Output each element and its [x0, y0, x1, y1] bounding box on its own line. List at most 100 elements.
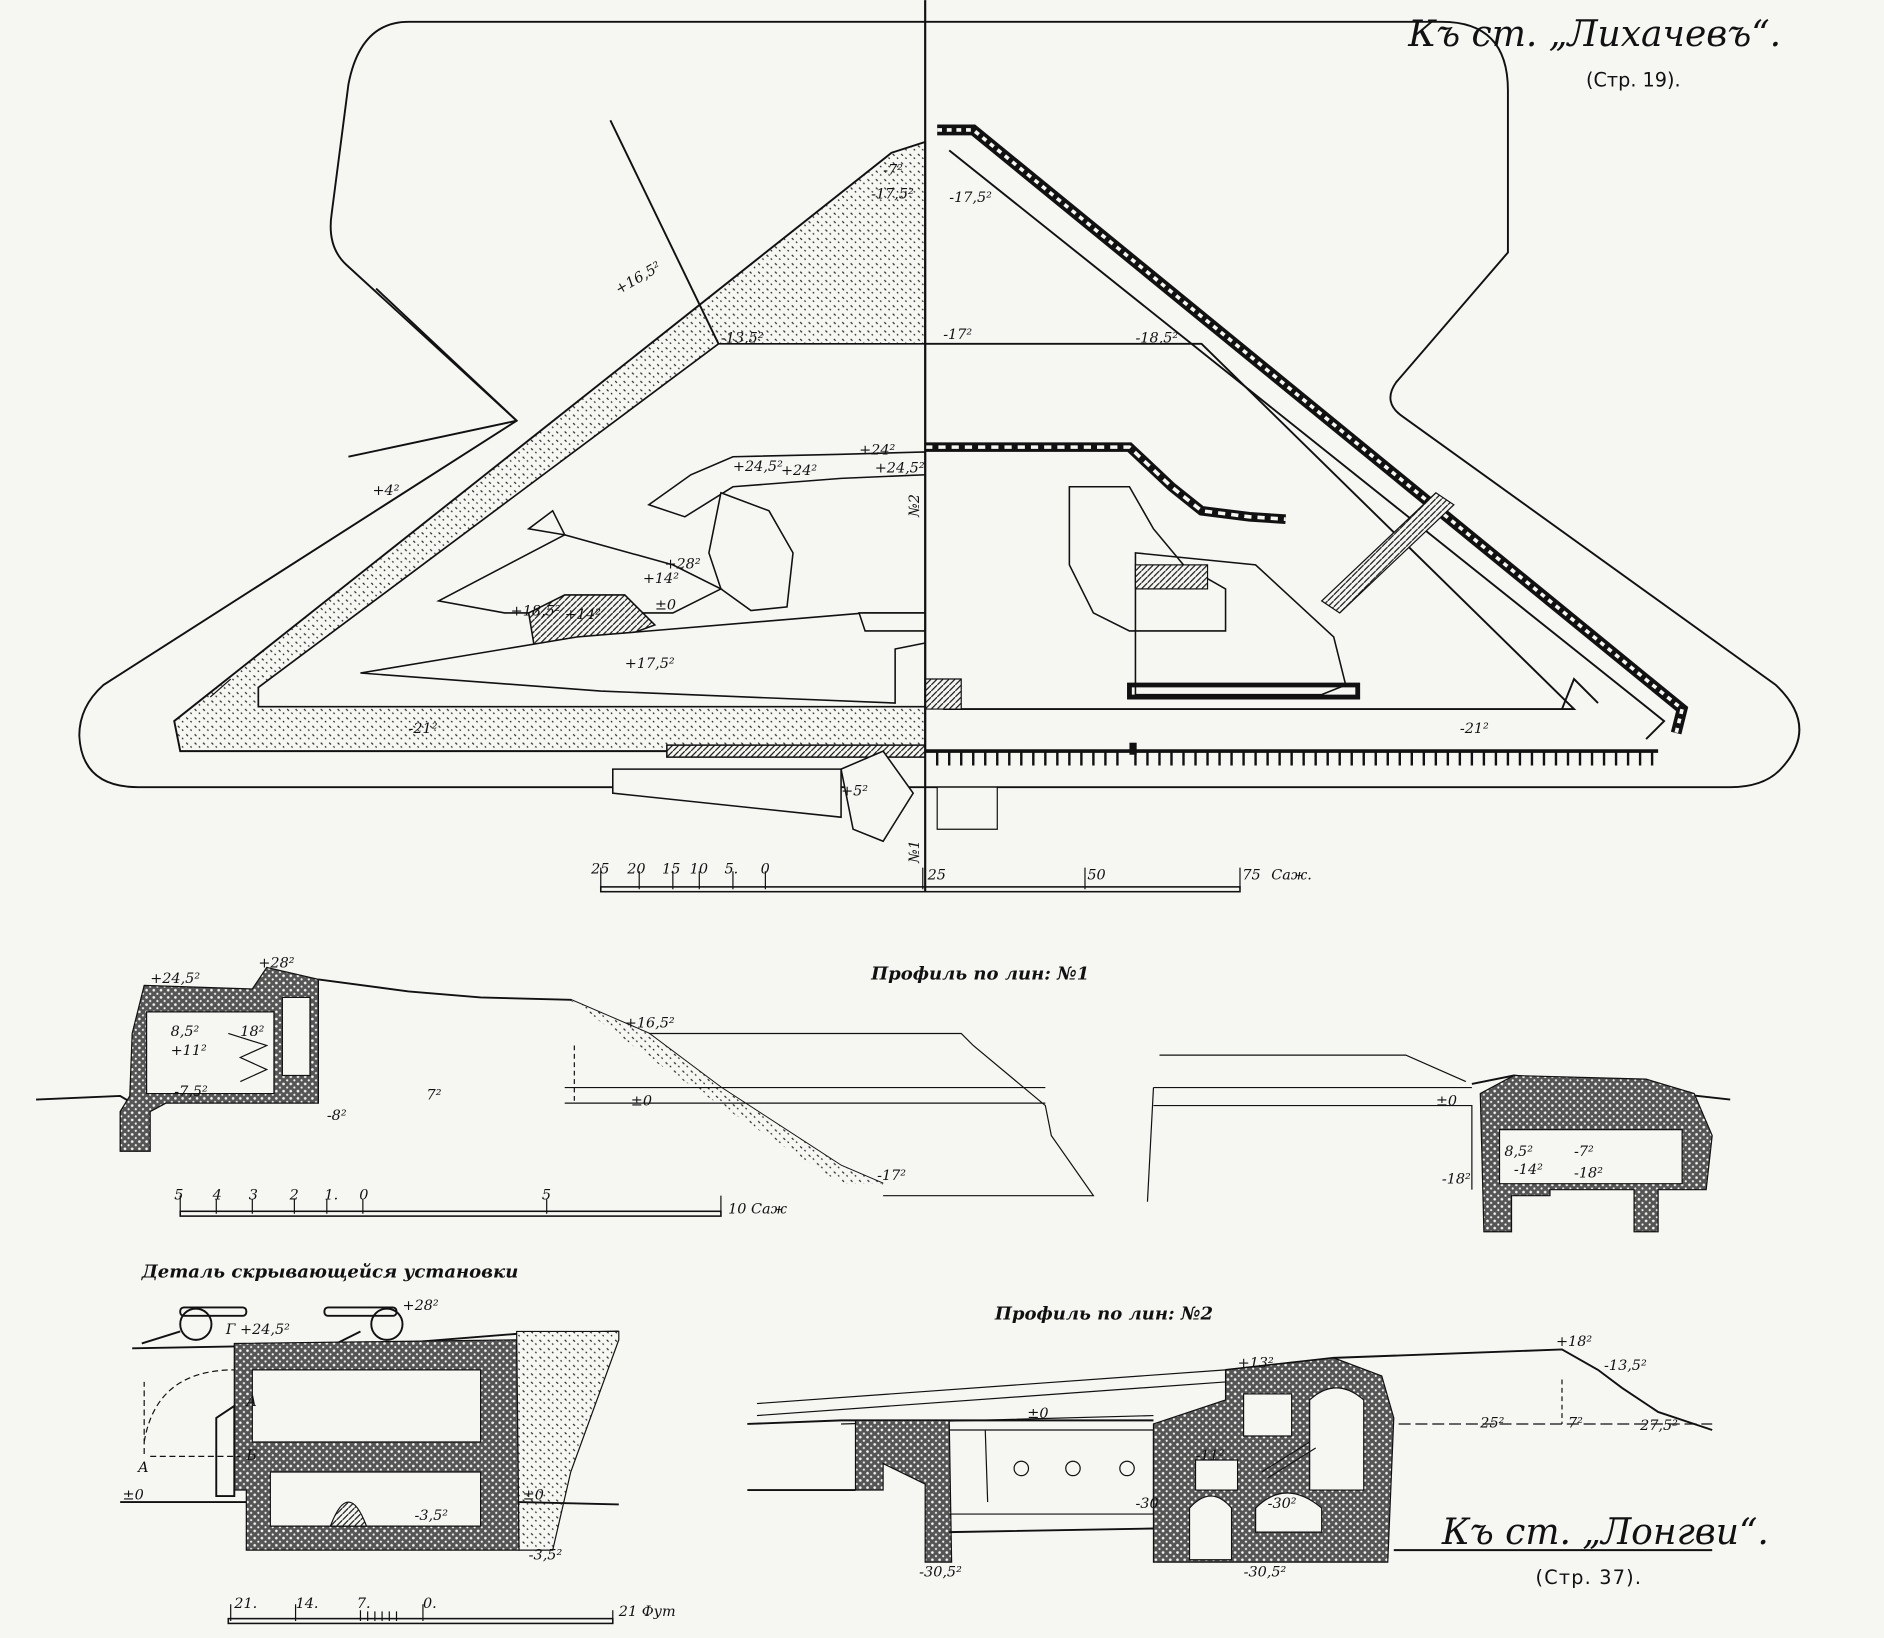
elevation-label: -18,5²	[1135, 331, 1178, 347]
elevation-label: -3,5²	[415, 1508, 449, 1524]
glacis-outline	[78, 20, 1801, 789]
profile-2-caption: Профиль по лин: №2	[994, 1303, 1213, 1324]
detail-labels: +28² Г +24,5² A Б A ±0 ±0 -3,5² -3,5²	[123, 1298, 563, 1564]
scale-tick: 3	[249, 1187, 258, 1203]
elevation-label: +28²	[403, 1298, 439, 1314]
elevation-label: 7²	[1568, 1416, 1583, 1432]
sight-line	[609, 119, 720, 345]
barracks-left	[360, 451, 926, 843]
elevation-label: 18²	[240, 1024, 264, 1040]
elevation-label: 7²	[427, 1088, 442, 1104]
section-label: №2	[907, 494, 923, 518]
elevation-label: 8,5²	[171, 1024, 200, 1040]
elevation-label: -7²	[1574, 1144, 1594, 1160]
scale-tick: 0	[359, 1187, 368, 1203]
elevation-label: +28²	[258, 955, 294, 971]
elevation-label: ±0	[1027, 1406, 1048, 1422]
elevation-label: ±0	[123, 1488, 144, 1504]
position-label: A	[244, 1394, 256, 1410]
elevation-label: -13,5²	[721, 331, 764, 347]
scale-tick: 50	[1087, 868, 1105, 884]
scale-tick: 10	[690, 862, 708, 878]
earth-cover	[516, 1330, 620, 1551]
glacis-edge	[375, 287, 518, 422]
elevation-label: +24²	[781, 463, 817, 479]
elevation-label: Г +24,5²	[225, 1322, 290, 1338]
page-ref-19: (Стр. 19).	[1586, 69, 1681, 92]
elevation-label: ±0	[655, 597, 676, 613]
scale-tick: 75	[1242, 868, 1260, 884]
glacis-edge	[348, 419, 517, 458]
elevation-label: ±0	[631, 1094, 652, 1110]
scale-tick: 5	[174, 1187, 183, 1203]
scale-bar-plan: 25 20 15 10 5. 0 25 50 75 Саж.	[590, 862, 1312, 893]
elevation-label: +5²	[841, 784, 868, 800]
scale-tick: 4	[212, 1187, 222, 1203]
scale-tick: 7.	[357, 1596, 371, 1612]
elevation-label: +17,5²	[625, 656, 675, 672]
counterscarp-casemate	[854, 1419, 953, 1563]
elevation-label: -17²	[877, 1168, 906, 1184]
page-ref-37: (Стр. 37).	[1536, 1566, 1643, 1589]
detail-disappearing-mount: Деталь скрывающейся установки +28² Г +24…	[120, 1261, 676, 1625]
elevation-label: -11²	[1196, 1448, 1225, 1464]
elevation-label: -30	[1135, 1496, 1158, 1512]
barracks-right	[924, 442, 1455, 830]
elevation-label: +18²	[1556, 1334, 1592, 1350]
elevation-label: -30²	[1268, 1496, 1297, 1512]
elevation-label: -8²	[327, 1108, 347, 1124]
elevation-label: +16,5²	[625, 1015, 675, 1031]
elevation-label: -18²	[1442, 1172, 1471, 1188]
elevation-label: -3,5²	[529, 1548, 563, 1564]
elevation-label: +16,5²	[613, 259, 664, 298]
elevation-label: +14²	[565, 607, 601, 623]
elevation-label: +24,5²	[150, 971, 200, 987]
fort-plan: -7² -17,5² -17,5² +16,5² -13,5² -17² -18…	[78, 0, 1801, 892]
ground-line	[36, 1094, 133, 1104]
elevation-label: +18,5²	[511, 603, 561, 619]
profile-2-labels: +13² +18² -13,5² ±0 25² 7² 27,5² -11² -3…	[919, 1334, 1678, 1581]
elevation-label: 27,5²	[1639, 1418, 1678, 1434]
elevation-label: +24²	[859, 442, 895, 458]
profile-2: Профиль по лин: №2 +13² +18² -13,5² ±0 2…	[747, 1303, 1713, 1581]
elevation-label: -13,5²	[1604, 1358, 1647, 1374]
elevation-label: -14²	[1514, 1162, 1543, 1178]
elevation-label: +13²	[1238, 1355, 1274, 1371]
elevation-label: -17,5²	[871, 186, 914, 202]
escarp-wall-right	[937, 124, 1689, 735]
scale-tick: 5.	[725, 862, 739, 878]
title-longwy: Къ ст. „Лонгви“.	[1441, 1512, 1769, 1553]
corner-mark	[209, 678, 232, 698]
elevation-label: -21²	[1460, 721, 1489, 737]
scale-tick: 2	[289, 1187, 299, 1203]
scale-bar-profile: 5 4 3 2 1. 0 5 10 Саж	[174, 1187, 787, 1217]
scale-tick: 5	[542, 1187, 551, 1203]
elevation-label: -7²	[883, 162, 903, 178]
position-label: A	[136, 1460, 148, 1476]
elevation-label: -17,5²	[949, 190, 992, 206]
title-likhachev: Къ ст. „Лихачевъ“.	[1407, 14, 1781, 55]
position-label: Б	[245, 1448, 257, 1464]
elevation-label: ±0	[1436, 1094, 1457, 1110]
profile-1-caption: Профиль по лин: №1	[870, 963, 1089, 984]
elevation-label: +11²	[171, 1043, 207, 1059]
elevation-label: -30,5²	[919, 1565, 962, 1581]
scale-tick: 0.	[423, 1596, 437, 1612]
elevation-label: -17²	[943, 327, 972, 343]
elevation-label: +28²	[664, 556, 700, 572]
scale-tick: 15	[662, 862, 680, 878]
elevation-label: +14²	[643, 571, 679, 587]
profile-1-labels: +24,5² +28² 8,5² +11² 18² -7,5² 7² -8² +…	[150, 955, 1603, 1187]
elevation-label: 8,5²	[1504, 1144, 1533, 1160]
elevation-label: -18²	[1574, 1166, 1603, 1182]
scale-tick: 25	[927, 868, 946, 884]
scale-bar-detail: 21. 14. 7. 0. 21 Фут	[227, 1596, 676, 1625]
elevation-label: -21²	[409, 721, 438, 737]
profile-1: Профиль по лин: №1 +24,5² +28² 8,5² +11²…	[36, 955, 1731, 1233]
elevation-label: +24,5²	[733, 459, 783, 475]
rampart-crest-right	[948, 149, 1666, 740]
scale-tick: 20	[626, 862, 645, 878]
counterscarp-gallery	[925, 742, 1659, 766]
elevation-label: ±0	[523, 1488, 544, 1504]
